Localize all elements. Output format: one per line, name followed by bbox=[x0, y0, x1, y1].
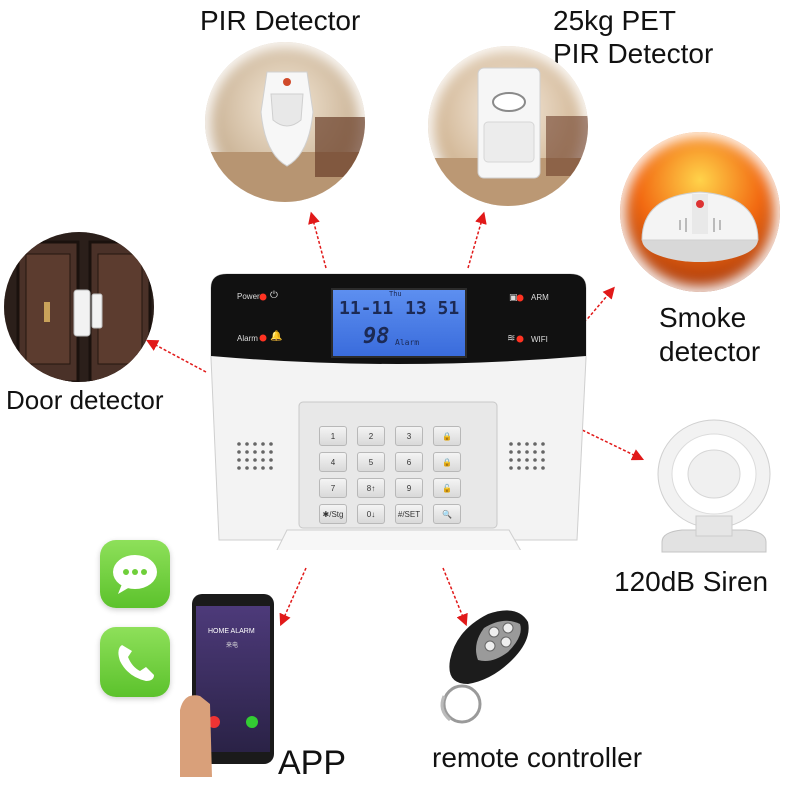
pet-pir-label-line2: PIR Detector bbox=[553, 38, 714, 69]
remote-controller-image bbox=[428, 600, 538, 730]
pet-pir-label-line1: 25kg PET bbox=[553, 5, 676, 36]
lcd-time: 13 51 bbox=[405, 298, 460, 319]
key-home-lock[interactable]: 🔒 bbox=[433, 452, 461, 472]
arrow-pir bbox=[308, 211, 327, 269]
key-arm-lock[interactable]: 🔒 bbox=[433, 426, 461, 446]
lcd-day: Thu bbox=[389, 290, 402, 298]
pet-pir-detector-image bbox=[428, 46, 588, 206]
phone-call-icon bbox=[100, 627, 170, 697]
key-6[interactable]: 6 bbox=[395, 452, 423, 472]
wifi-icon: ≋ bbox=[507, 333, 516, 344]
keypad-flip-cover bbox=[276, 529, 522, 550]
alarm-label: Alarm bbox=[237, 334, 258, 343]
lcd-screen: Thu 11-11 13 51 98 Alarm bbox=[331, 288, 467, 358]
key-2[interactable]: 2 bbox=[357, 426, 385, 446]
smoke-detector-image bbox=[620, 132, 780, 292]
siren-image bbox=[652, 412, 776, 562]
key-star-setting[interactable]: ✱/Stg bbox=[319, 504, 347, 524]
chat-app-icon bbox=[100, 540, 170, 608]
lcd-zone: 98 bbox=[363, 324, 390, 349]
key-1[interactable]: 1 bbox=[319, 426, 347, 446]
key-9[interactable]: 9 bbox=[395, 478, 423, 498]
key-3[interactable]: 3 bbox=[395, 426, 423, 446]
pir-detector-label: PIR Detector bbox=[200, 5, 361, 36]
remote-controller-label: remote controller bbox=[432, 742, 643, 773]
key-4[interactable]: 4 bbox=[319, 452, 347, 472]
key-5[interactable]: 5 bbox=[357, 452, 385, 472]
pet-pir-sensor-shape bbox=[477, 67, 541, 179]
pir-detector-image bbox=[205, 42, 365, 202]
arrow-app bbox=[279, 567, 307, 627]
left-speaker-grill bbox=[237, 442, 273, 470]
alarm-control-panel: Power ⏻ Alarm 🔔 ▣ ARM ≋ WIFI Thu 11-11 1… bbox=[207, 268, 590, 550]
right-speaker-grill bbox=[509, 442, 545, 470]
keypad: 1 2 3 🔒 4 5 6 🔒 7 8↑ 9 🔓 ✱/Stg 0↓ #/SET … bbox=[319, 426, 479, 524]
pir-sensor-shape bbox=[260, 71, 314, 167]
key-search[interactable]: 🔍 bbox=[433, 504, 461, 524]
arrow-pet-pir bbox=[467, 211, 487, 269]
arrow-siren bbox=[577, 427, 645, 461]
arrow-smoke bbox=[577, 286, 615, 331]
wifi-label: WIFI bbox=[531, 335, 548, 344]
key-0-down[interactable]: 0↓ bbox=[357, 504, 385, 524]
key-7[interactable]: 7 bbox=[319, 478, 347, 498]
phone-screen-subtitle: 来电 bbox=[226, 643, 239, 649]
smartphone-in-hand: HOME ALARM 来电 bbox=[180, 592, 280, 777]
power-icon: ⏻ bbox=[270, 290, 278, 301]
app-label: APP bbox=[278, 744, 347, 782]
door-detector-label: Door detector bbox=[6, 385, 164, 415]
power-label: Power bbox=[237, 292, 260, 301]
key-hash-set[interactable]: #/SET bbox=[395, 504, 423, 524]
phone-screen-title: HOME ALARM bbox=[208, 628, 255, 635]
arm-label: ARM bbox=[531, 293, 549, 302]
key-8-up[interactable]: 8↑ bbox=[357, 478, 385, 498]
key-unlock[interactable]: 🔓 bbox=[433, 478, 461, 498]
arrow-door bbox=[146, 339, 207, 373]
smoke-label-line1: Smoke bbox=[659, 302, 747, 333]
lcd-date: 11-11 bbox=[339, 298, 394, 319]
arm-lock-icon: ▣ bbox=[509, 292, 518, 302]
lcd-alarm: Alarm bbox=[395, 338, 420, 347]
smoke-detector-shape bbox=[641, 191, 759, 262]
door-detector-image bbox=[4, 232, 154, 382]
smoke-label-line2: detector bbox=[659, 336, 761, 367]
siren-label: 120dB Siren bbox=[614, 566, 769, 597]
key-ring bbox=[440, 684, 482, 724]
door-sensor-shape bbox=[73, 289, 103, 337]
alarm-bell-icon: 🔔 bbox=[270, 331, 283, 342]
